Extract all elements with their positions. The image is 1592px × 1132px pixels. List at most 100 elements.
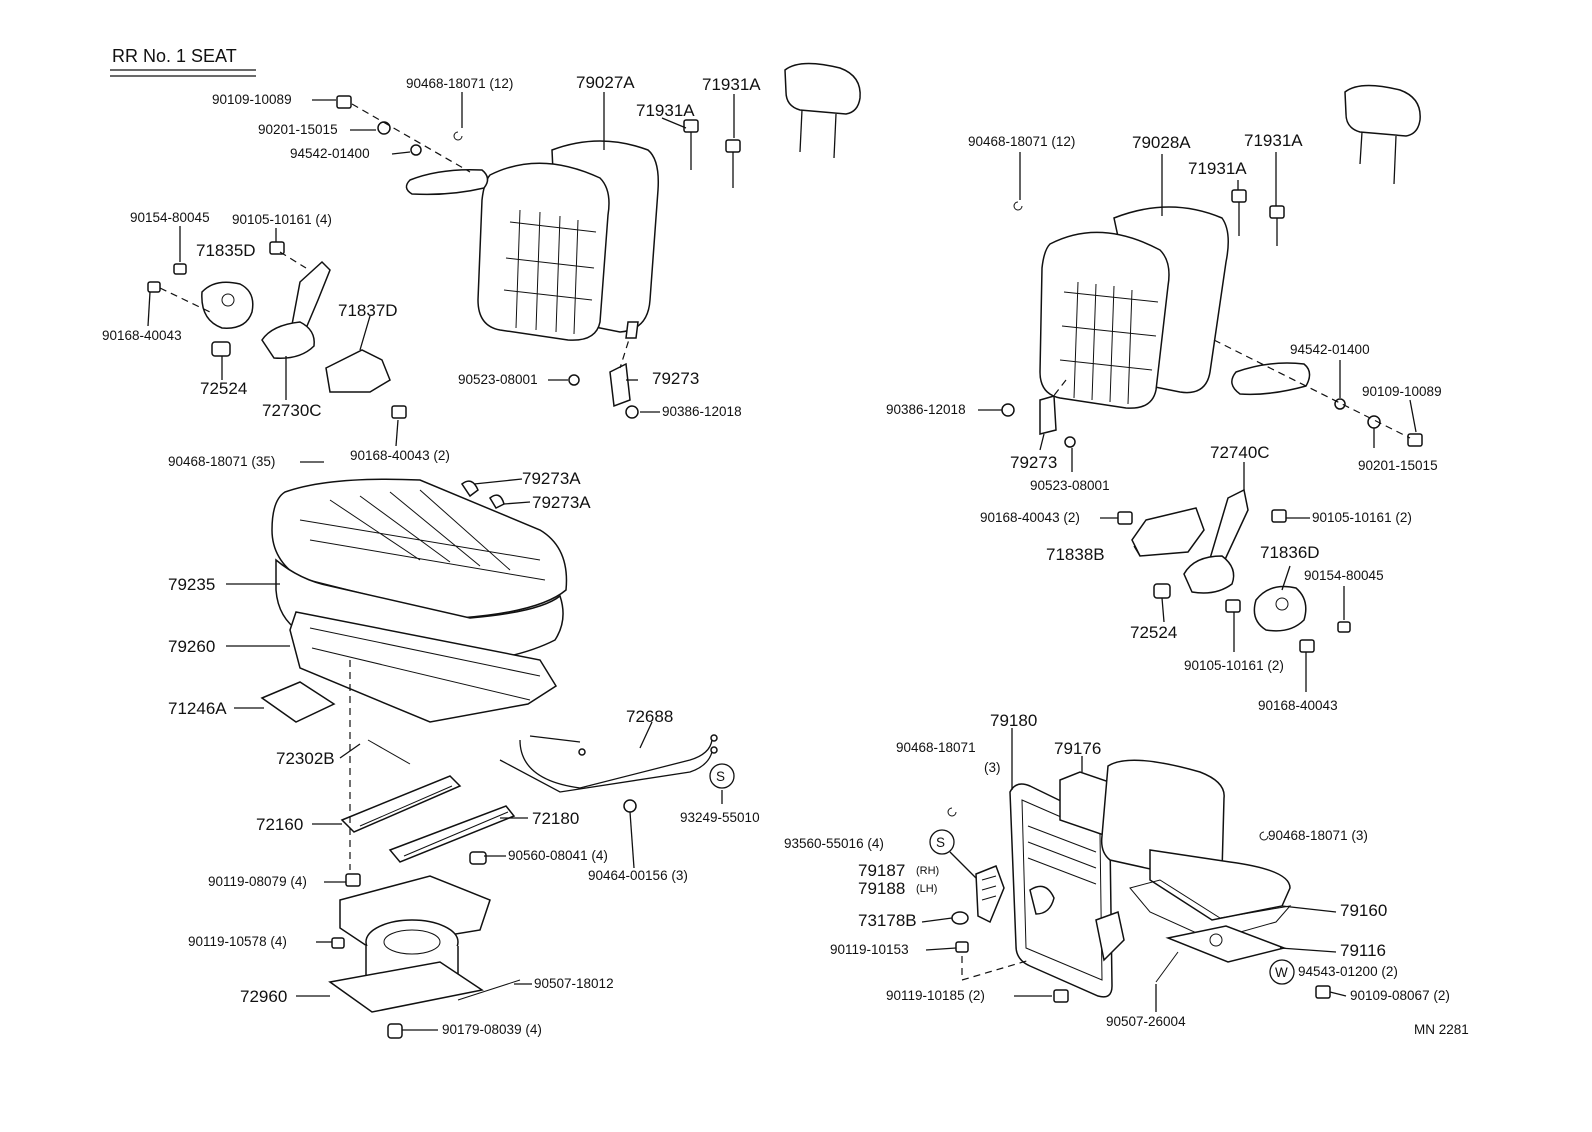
label-79028A: 79028A bbox=[1132, 133, 1191, 152]
label-71931A-1: 71931A bbox=[636, 101, 695, 120]
label-90109-10089-left: 90109-10089 bbox=[212, 92, 292, 107]
headrest-guides-right bbox=[1231, 189, 1285, 246]
seat-tracks-left bbox=[340, 660, 516, 887]
label-90523-08001-left: 90523-08001 bbox=[458, 372, 538, 387]
label-90201-15015-right: 90201-15015 bbox=[1358, 458, 1438, 473]
label-90523-08001-right: 90523-08001 bbox=[1030, 478, 1110, 493]
label-94542-01400-right: 94542-01400 bbox=[1290, 342, 1370, 357]
label-90507-18012: 90507-18012 bbox=[534, 976, 614, 991]
label-90386-12018-right: 90386-12018 bbox=[886, 402, 966, 417]
label-90179-08039-4: 90179-08039 (4) bbox=[442, 1022, 542, 1037]
seat-79160 bbox=[1129, 849, 1292, 941]
label-79273A-2: 79273A bbox=[532, 493, 591, 512]
label-71835D: 71835D bbox=[196, 241, 256, 260]
label-90201-15015-left: 90201-15015 bbox=[258, 122, 338, 137]
label-72960: 72960 bbox=[240, 987, 287, 1006]
headrest-right bbox=[1344, 84, 1421, 185]
headrest-left bbox=[784, 62, 861, 159]
label-79176: 79176 bbox=[1054, 739, 1101, 758]
label-79260: 79260 bbox=[168, 637, 215, 656]
label-72180: 72180 bbox=[532, 809, 579, 828]
seat-cushion-left bbox=[271, 478, 568, 723]
label-90468-18071-jump: 90468-18071 bbox=[896, 740, 976, 755]
label-94543-01200-2: 94543-01200 (2) bbox=[1298, 964, 1398, 979]
diagram-code: MN 2281 bbox=[1414, 1022, 1469, 1037]
label-90109-08067-2: 90109-08067 (2) bbox=[1350, 988, 1450, 1003]
small-parts-jump-seat bbox=[947, 807, 1331, 1003]
label-79027A: 79027A bbox=[576, 73, 635, 92]
callout-s-93249: S bbox=[709, 763, 735, 789]
hinge-assembly-left bbox=[147, 241, 407, 419]
label-90119-08079-4: 90119-08079 (4) bbox=[208, 874, 307, 889]
label-90105-10161-2-a: 90105-10161 (2) bbox=[1312, 510, 1412, 525]
label-71836D: 71836D bbox=[1260, 543, 1320, 562]
label-79180: 79180 bbox=[990, 711, 1037, 730]
fasteners-top-left bbox=[336, 95, 471, 173]
label-73178B: 73178B bbox=[858, 911, 917, 930]
label-93560-55016-4: 93560-55016 (4) bbox=[784, 836, 884, 851]
label-90464-00156-3: 90464-00156 (3) bbox=[588, 868, 688, 883]
label-90154-80045-right: 90154-80045 bbox=[1304, 568, 1384, 583]
label-71838B: 71838B bbox=[1046, 545, 1105, 564]
label-90468-18071-12-left: 90468-18071 (12) bbox=[406, 76, 513, 91]
hinge-assembly-right bbox=[1117, 488, 1351, 653]
label-72688: 72688 bbox=[626, 707, 673, 726]
bracket-79273-right bbox=[1001, 379, 1076, 448]
label-90468-18071-35: 90468-18071 (35) bbox=[168, 454, 275, 469]
label-90468-18071-jump-qty: (3) bbox=[984, 760, 1001, 775]
label-94542-01400-left: 94542-01400 bbox=[290, 146, 370, 161]
label-79187: 79187 bbox=[858, 861, 905, 880]
label-90168-40043-left: 90168-40043 bbox=[102, 328, 182, 343]
label-90154-80045-left: 90154-80045 bbox=[130, 210, 210, 225]
label-79187-side: (RH) bbox=[916, 865, 939, 877]
plate-79116 bbox=[1165, 925, 1287, 963]
label-79188-side: (LH) bbox=[916, 883, 937, 895]
cable-72302B bbox=[367, 739, 411, 765]
swivel-base-72960 bbox=[328, 875, 521, 1039]
label-90168-40043-2-right: 90168-40043 (2) bbox=[980, 510, 1080, 525]
headrest-guides-left bbox=[683, 119, 741, 188]
bracket-79273-left bbox=[568, 321, 639, 419]
label-90386-12018-left: 90386-12018 bbox=[662, 404, 742, 419]
cushion-79176 bbox=[1059, 759, 1225, 882]
label-93249-55010: 93249-55010 bbox=[680, 810, 760, 825]
seat-back-right bbox=[1039, 206, 1311, 409]
label-90468-18071-12-right: 90468-18071 (12) bbox=[968, 134, 1075, 149]
pad-71246A bbox=[260, 681, 336, 723]
label-71931A-3: 71931A bbox=[1188, 159, 1247, 178]
leader-lines bbox=[147, 92, 1417, 1031]
label-72524-right: 72524 bbox=[1130, 623, 1177, 642]
label-71931A-2: 71931A bbox=[702, 75, 761, 94]
diagram-title: RR No. 1 SEAT bbox=[112, 46, 237, 66]
label-90168-40043-right: 90168-40043 bbox=[1258, 698, 1338, 713]
release-cable-72688 bbox=[499, 734, 718, 813]
label-79188: 79188 bbox=[858, 879, 905, 898]
label-72730C: 72730C bbox=[262, 401, 322, 420]
trim-79187 bbox=[975, 865, 1005, 924]
label-72302B: 72302B bbox=[276, 749, 335, 768]
label-79273-right: 79273 bbox=[1010, 453, 1057, 472]
label-90119-10153: 90119-10153 bbox=[830, 942, 909, 957]
label-79273A-1: 79273A bbox=[522, 469, 581, 488]
label-72160: 72160 bbox=[256, 815, 303, 834]
seat-back-left bbox=[405, 140, 660, 341]
label-90105-10161-4: 90105-10161 (4) bbox=[232, 212, 332, 227]
label-90119-10185-2: 90119-10185 (2) bbox=[886, 988, 985, 1003]
label-72740C: 72740C bbox=[1210, 443, 1270, 462]
part-labels: 90109-10089 90201-15015 94542-01400 9046… bbox=[102, 73, 1469, 1037]
label-90119-10578-4: 90119-10578 (4) bbox=[188, 934, 287, 949]
label-79273-left: 79273 bbox=[652, 369, 699, 388]
armrest-left bbox=[405, 168, 489, 196]
label-79235: 79235 bbox=[168, 575, 215, 594]
label-90105-10161-2-b: 90105-10161 (2) bbox=[1184, 658, 1284, 673]
label-90168-40043-2-left: 90168-40043 (2) bbox=[350, 448, 450, 463]
label-90468-18071-3: 90468-18071 (3) bbox=[1268, 828, 1368, 843]
label-90507-26004: 90507-26004 bbox=[1106, 1014, 1186, 1029]
frame-79180 bbox=[1009, 783, 1125, 998]
label-71837D: 71837D bbox=[338, 301, 398, 320]
label-72524-left: 72524 bbox=[200, 379, 247, 398]
label-79160: 79160 bbox=[1340, 901, 1387, 920]
svg-text:S: S bbox=[716, 769, 725, 784]
callout-w-94543: W bbox=[1269, 959, 1295, 985]
